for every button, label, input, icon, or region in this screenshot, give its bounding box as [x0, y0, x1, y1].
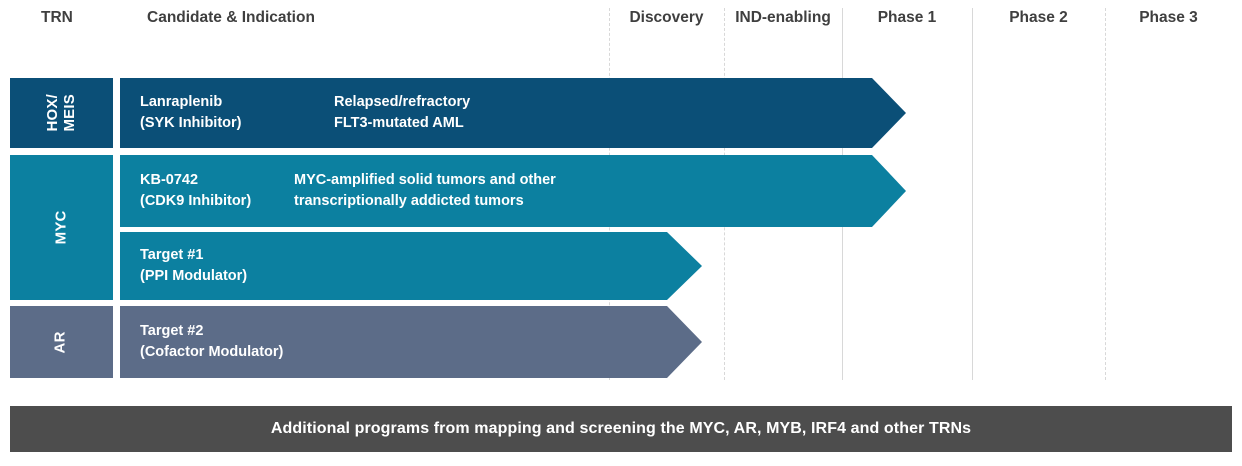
trn-block-ar: AR [10, 306, 113, 378]
progress-arrow-target-2 [609, 306, 702, 378]
column-header-phase-1: Phase 1 [877, 9, 937, 26]
column-divider-3 [972, 8, 973, 380]
program-panel-target-2: Target #2 (Cofactor Modulator) [120, 306, 609, 378]
candidate-name-kb-0742: KB-0742 (CDK9 Inhibitor) [140, 171, 252, 209]
column-divider-4 [1105, 8, 1106, 380]
trn-label: MYC [52, 210, 70, 245]
program-panel-kb-0742: KB-0742 (CDK9 Inhibitor) MYC-amplified so… [120, 155, 609, 227]
additional-programs-banner-text: Additional programs from mapping and scr… [270, 420, 972, 437]
progress-arrow-lanraplenib [609, 78, 906, 148]
candidate-name-target-2: Target #2 (Cofactor Modulator) [140, 322, 284, 360]
trn-block-hox-meis: HOX/ MEIS [10, 78, 113, 148]
column-header-candidate: Candidate & Indication [147, 9, 315, 26]
column-header-ind-enabling: IND-enabling [735, 9, 831, 26]
trn-label: AR [52, 330, 70, 354]
program-panel-lanraplenib: Lanraplenib (SYK Inhibitor) Relapsed/refr… [120, 78, 609, 148]
program-panel-target-1: Target #1 (PPI Modulator) [120, 232, 609, 300]
progress-arrow-kb-0742 [609, 155, 906, 227]
trn-label: HOX/ MEIS [43, 94, 78, 132]
candidate-name-target-1: Target #1 (PPI Modulator) [140, 246, 248, 284]
column-header-discovery: Discovery [629, 9, 704, 26]
column-header-phase-3: Phase 3 [1139, 9, 1198, 26]
indication-kb-0742: MYC-amplified solid tumors and other tra… [294, 171, 556, 209]
additional-programs-banner: Additional programs from mapping and scr… [10, 406, 1232, 452]
column-header-phase-2: Phase 2 [1009, 9, 1068, 26]
trn-block-myc: MYC [10, 155, 113, 300]
candidate-name-lanraplenib: Lanraplenib (SYK Inhibitor) [140, 93, 242, 131]
indication-lanraplenib: Relapsed/refractory FLT3-mutated AML [334, 93, 471, 131]
column-header-trn: TRN [41, 9, 73, 26]
progress-arrow-target-1 [609, 232, 702, 300]
